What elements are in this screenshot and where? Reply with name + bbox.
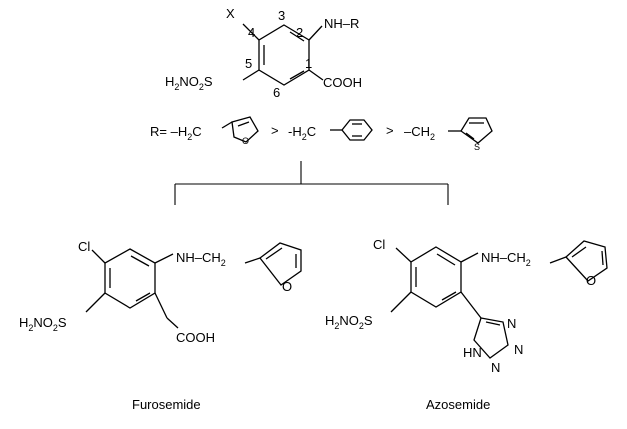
greater-than-2: > [386, 123, 394, 138]
tetrazole-hn: HN [463, 345, 482, 360]
ring-number-5: 5 [245, 56, 252, 71]
furosemide-ring-double-bond [135, 292, 151, 302]
tetrazole-n-3: N [491, 360, 500, 375]
substituent-x: X [226, 6, 235, 21]
furan-double-bond [237, 121, 250, 127]
cooh-bond [308, 69, 324, 81]
azosemide-furan-ring [565, 240, 608, 282]
cooh-label: COOH [323, 75, 362, 90]
top-ring-double-bond [289, 70, 305, 80]
azosemide-benzene-ring [410, 246, 462, 308]
furosemide-ring-double-bond [130, 255, 150, 267]
azosemide-caption: Azosemide [426, 397, 490, 412]
azosemide-nh-bond [460, 252, 479, 263]
furosemide-furan-double-bond [265, 247, 283, 260]
furosemide-cooh-bond [154, 292, 168, 319]
azosemide-ring-double-bond [441, 291, 457, 301]
furan-o-small: O [242, 136, 249, 146]
nh-bond [308, 25, 323, 41]
furosemide-structure: Cl NH–CH2 O COOH H2NO2S Furosemide [19, 239, 302, 412]
furosemide-furan-ring [259, 242, 302, 286]
azosemide-furan-o: O [586, 273, 596, 288]
furosemide-benzene-ring [104, 248, 156, 309]
azosemide-ring-double-bond [436, 253, 456, 266]
tetrazole-n-2: N [514, 342, 523, 357]
thiophene-double-bond [465, 132, 475, 140]
branch-connector [174, 161, 449, 205]
azosemide-furan-double-bond [571, 246, 587, 258]
furosemide-ch2-furan-bond [244, 257, 261, 264]
sulfonamide-label: H2NO2S [165, 74, 213, 92]
thienyl-prefix: –CH2 [404, 124, 435, 142]
furosemide-nh-bond [154, 253, 174, 264]
benzyl-prefix: -H2C [288, 124, 316, 142]
top-ring-double-bond [289, 31, 305, 42]
r-group-series: R= –H2C O > -H2C > –CH2 S [150, 116, 493, 152]
ring-number-2: 2 [296, 25, 303, 40]
furosemide-cl-bond [91, 249, 106, 264]
ring-number-4: 4 [248, 25, 255, 40]
furosemide-sulfonyl-bond [85, 292, 106, 313]
furosemide-nh-ch2: NH–CH2 [176, 250, 226, 268]
azosemide-cl: Cl [373, 237, 385, 252]
nh-r-label: NH–R [324, 16, 359, 31]
thiophene-s-small: S [474, 142, 480, 152]
x-bond [242, 23, 260, 41]
azosemide-sulfonyl-bond [390, 291, 412, 313]
azosemide-cl-bond [395, 247, 412, 263]
azosemide-sulfonamide: H2NO2S [325, 313, 373, 331]
r-label-furfuryl: R= –H2C [150, 124, 202, 142]
ring-number-3: 3 [278, 8, 285, 23]
furan-ring-small [231, 116, 259, 143]
furosemide-cooh: COOH [176, 330, 215, 345]
furfuryl-link-bond [221, 121, 233, 129]
furosemide-furan-o: O [282, 279, 292, 294]
greater-than-1: > [271, 123, 279, 138]
ring-number-1: 1 [305, 56, 312, 71]
general-structure: X 3 2 4 1 5 6 NH–R COOH H2NO2S [165, 6, 362, 100]
furosemide-cl: Cl [78, 239, 90, 254]
benzene-ring-small [341, 119, 373, 141]
tetrazole-ring [473, 317, 509, 359]
tetrazole-double-bond [485, 321, 501, 326]
azosemide-ch2-furan-bond [549, 256, 567, 264]
furosemide-caption: Furosemide [132, 397, 201, 412]
ring-number-6: 6 [273, 85, 280, 100]
tetrazole-n-1: N [507, 316, 516, 331]
azosemide-structure: Cl NH–CH2 O N N N HN H2NO2S Azosemide [325, 237, 608, 412]
furosemide-cooh-bond-2 [166, 317, 179, 329]
sulfonyl-bond [242, 69, 260, 81]
thiophene-ring-small [460, 117, 493, 144]
azosemide-tetrazole-bond [460, 291, 482, 319]
azosemide-furan-double-bond [601, 250, 604, 266]
furosemide-sulfonamide: H2NO2S [19, 315, 67, 333]
azosemide-nh-ch2: NH–CH2 [481, 250, 531, 268]
